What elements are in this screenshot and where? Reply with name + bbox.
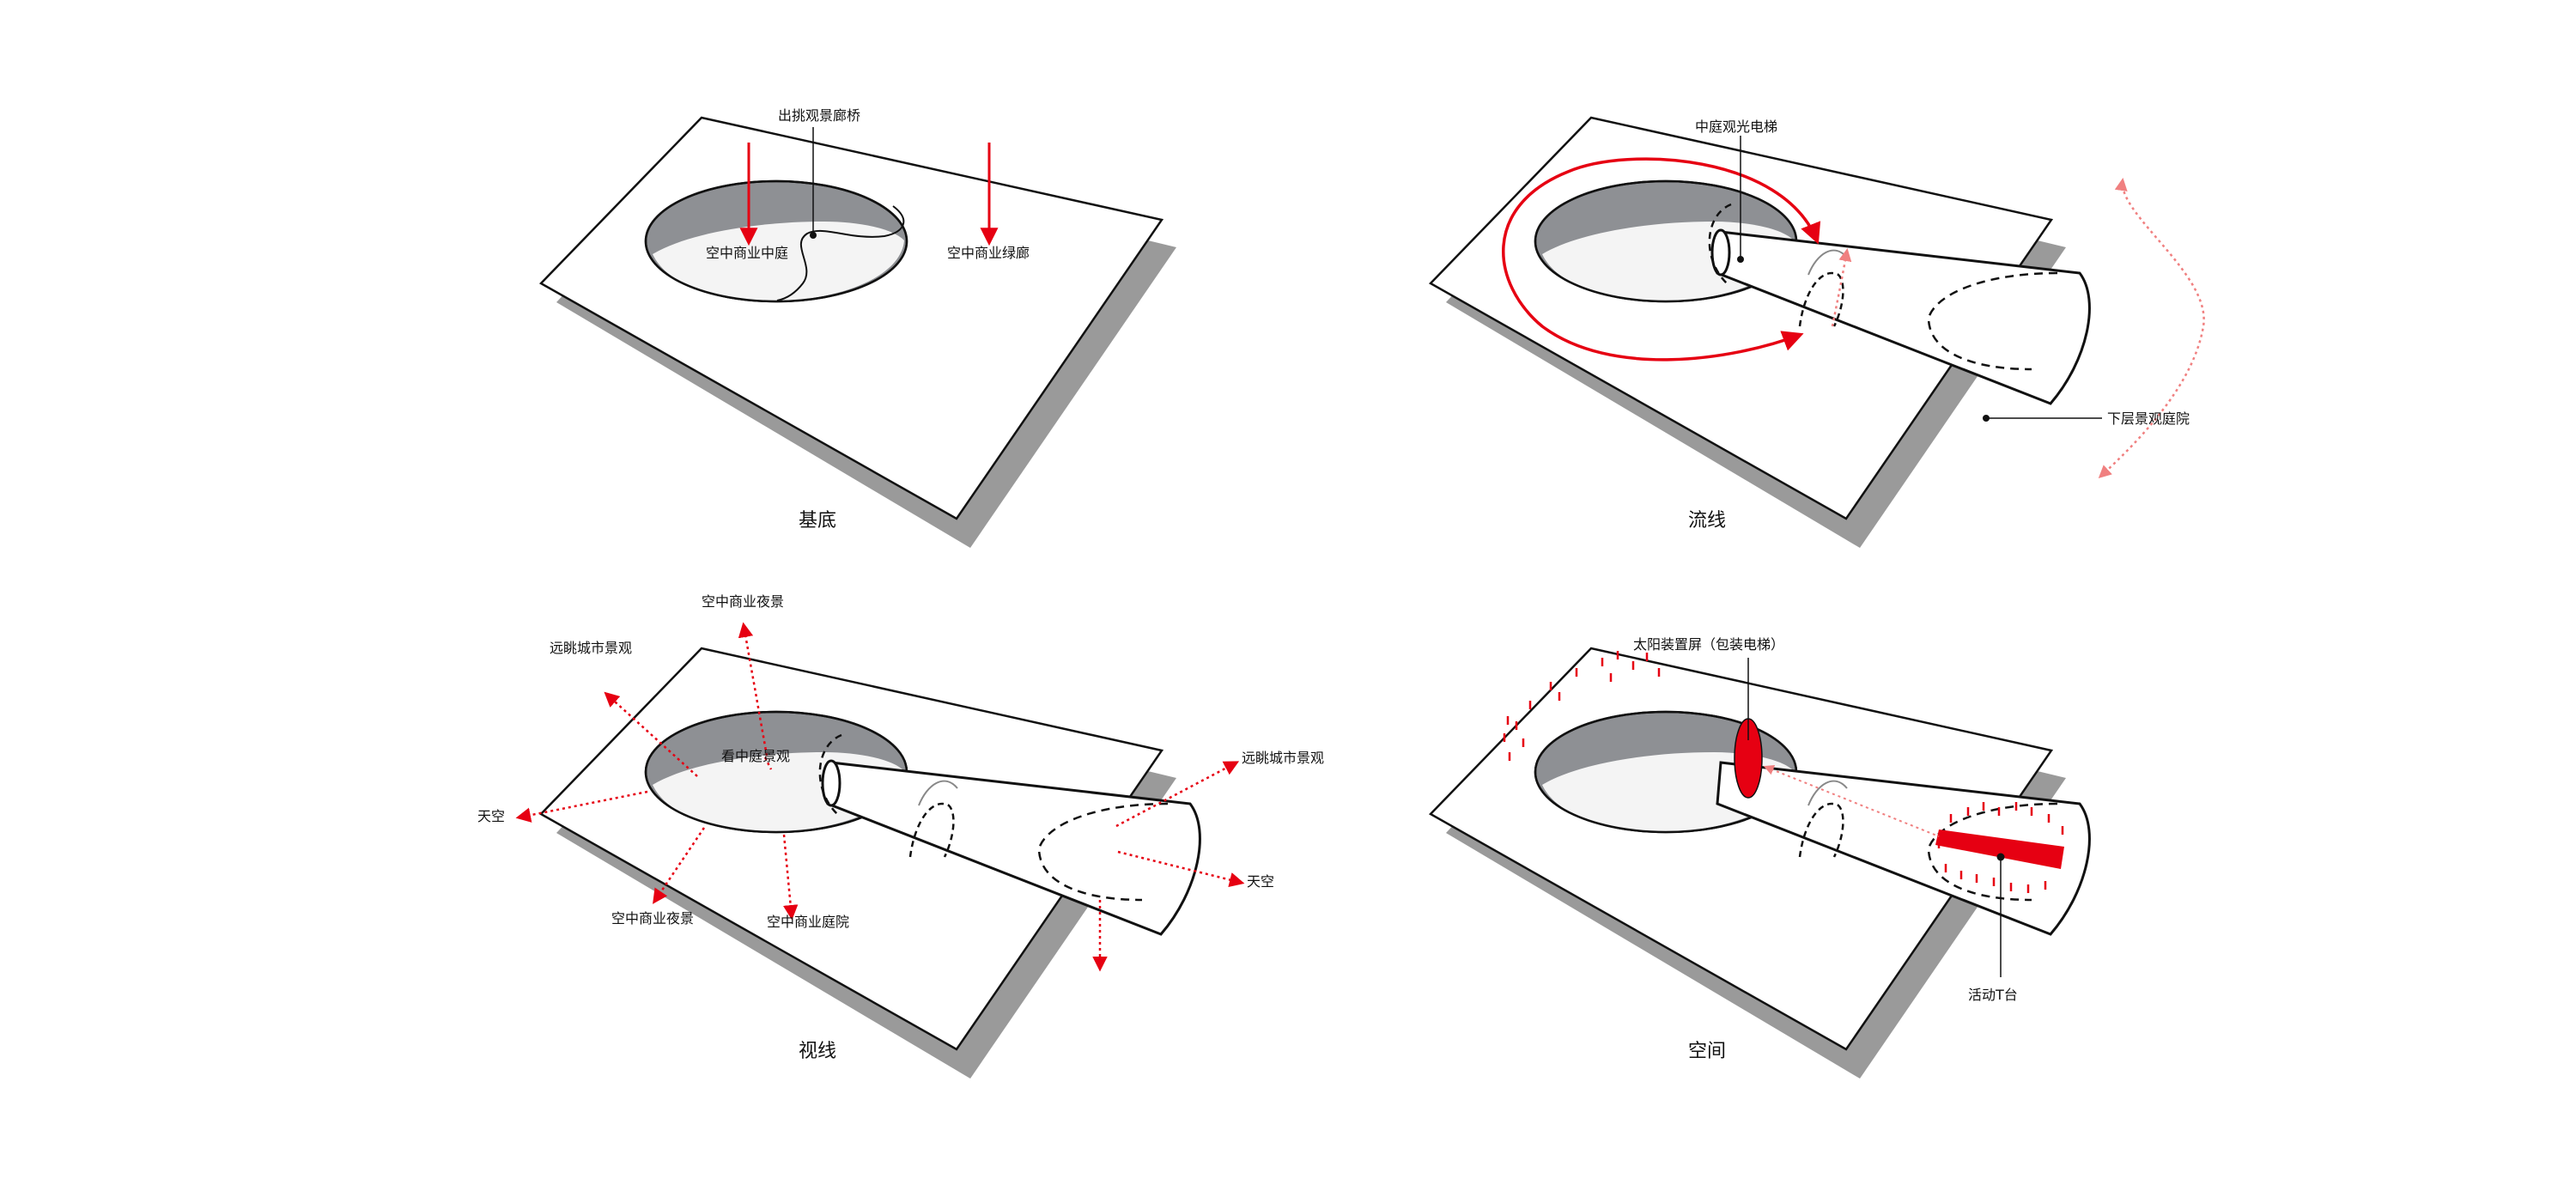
plate: [538, 116, 1164, 520]
leader-dot: [1737, 256, 1744, 263]
label-yard: 空中商业庭院: [767, 914, 849, 930]
label-atrium: 空中商业中庭: [706, 245, 788, 261]
leader-dot: [1983, 415, 1990, 422]
cone-inner: [818, 733, 842, 815]
label-sky-right: 天空: [1247, 873, 1274, 890]
circulation-dotted: [2098, 178, 2205, 479]
leader-dot: [1996, 853, 2005, 861]
atrium-floor: [653, 222, 904, 301]
panel-space: 太阳装置屏（包装电梯） 活动T台 空间: [1428, 636, 2091, 1079]
sight-line: [738, 622, 769, 757]
sight-line: [782, 834, 799, 921]
cone-inner: [1807, 780, 1848, 806]
panel-view: 空中商业夜景 远眺城市景观 天空 看中庭景观 空中商业夜景 空中商业庭院 远眺城…: [477, 593, 1324, 1079]
label-stage: 活动T台: [1968, 987, 2018, 1003]
label-greenway: 空中商业绿廊: [947, 245, 1030, 261]
cone-inner: [1798, 271, 1844, 327]
label-courtyard: 下层景观庭院: [2107, 410, 2190, 427]
panel-title: 视线: [799, 1041, 836, 1062]
label-screen: 太阳装置屏（包装电梯）: [1633, 636, 1784, 653]
bridge-curve: [776, 205, 905, 301]
panel-base: 出挑观景廊桥 空中商业中庭 空中商业绿廊 基底: [538, 107, 1176, 548]
void-rim: [644, 179, 908, 303]
cone-inner: [1798, 802, 1844, 858]
cone-body: [1716, 761, 2091, 936]
sight-line: [515, 790, 648, 823]
activity-stage: [1935, 830, 2064, 869]
label-sky-left: 天空: [477, 808, 505, 824]
crowd-marks: [1503, 651, 2064, 893]
label-bridge: 出挑观景廊桥: [778, 107, 860, 124]
sight-line: [763, 757, 773, 770]
label-elevator: 中庭观光电梯: [1695, 118, 1777, 135]
circulation-dotted: [1831, 248, 1852, 327]
label-atrium-view: 看中庭景观: [721, 748, 790, 764]
label-night-bottom: 空中商业夜景: [611, 910, 694, 927]
sight-line: [1115, 761, 1240, 828]
panel-flow: 中庭观光电梯 下层景观庭院 流线: [1428, 116, 2205, 548]
panel-title: 流线: [1688, 510, 1726, 532]
view-link: [1763, 765, 1940, 837]
sight-line: [604, 691, 698, 777]
circulation-loop: [1502, 157, 1821, 362]
cone-inner: [1708, 203, 1732, 284]
cone-end: [1710, 228, 1731, 276]
label-city-left: 远眺城市景观: [550, 640, 632, 656]
panel-title: 基底: [799, 510, 836, 532]
cone-inner: [908, 802, 955, 858]
panel-title: 空间: [1688, 1041, 1726, 1062]
label-city-right: 远眺城市景观: [1242, 750, 1324, 766]
cone-end: [821, 759, 841, 807]
cone-inner: [918, 780, 958, 806]
leader-dot: [810, 232, 817, 239]
cone-body: [826, 761, 1201, 936]
label-night-top: 空中商业夜景: [702, 593, 784, 610]
sight-line: [653, 827, 706, 904]
